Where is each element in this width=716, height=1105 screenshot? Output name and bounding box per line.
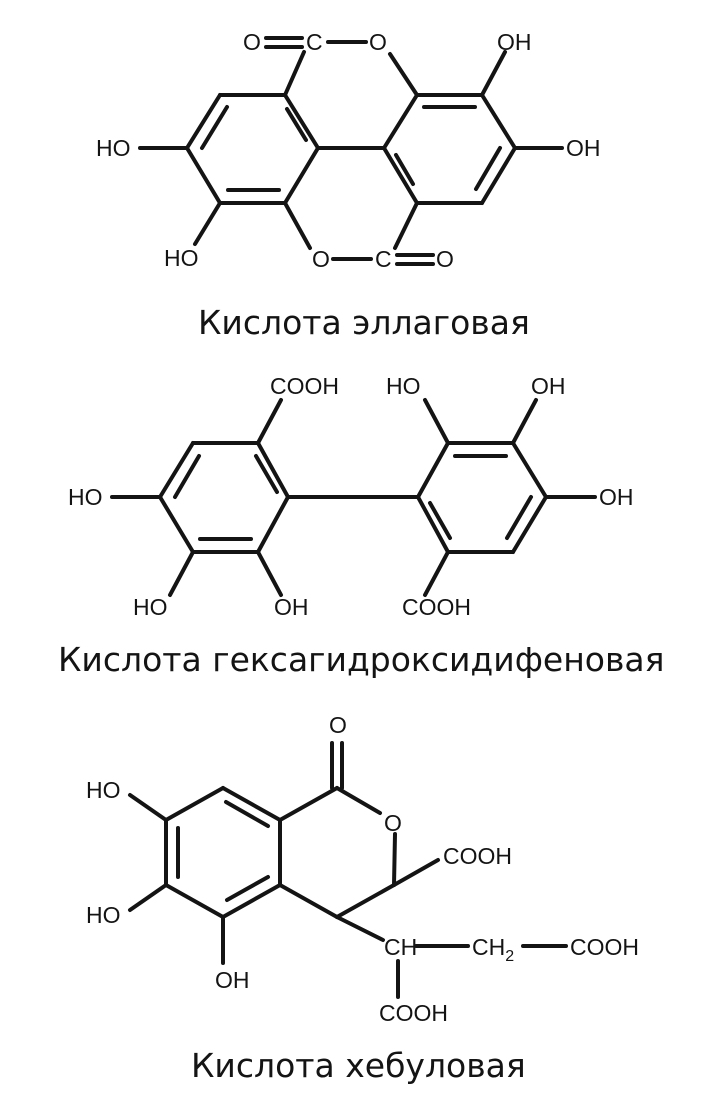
carboxyl-label: COOH: [270, 373, 339, 399]
hydroxyl-label: OH: [215, 967, 250, 993]
compound-caption: Кислота хебуловая: [191, 1046, 526, 1085]
ellagic-acid-atom-labels: O C O OH OH HO HO O C O: [96, 29, 601, 272]
hydroxyl-label: HO: [68, 484, 103, 510]
methylene-label: CH2: [472, 934, 514, 965]
hydroxyl-label: HO: [96, 135, 131, 161]
carbon-label: C: [306, 29, 323, 55]
chebulic-acid-atom-labels: O HO O COOH HO OH CH CH2 COOH COOH: [86, 712, 639, 1026]
carboxyl-label: COOH: [443, 843, 512, 869]
carboxyl-label: COOH: [379, 1000, 448, 1026]
ring-oxygen-label: O: [384, 810, 402, 836]
carbonyl-oxygen-label: O: [243, 29, 261, 55]
hydroxyl-label: OH: [566, 135, 601, 161]
ellagic-acid-bonds: [138, 36, 564, 266]
compound-caption: Кислота гексагидроксидифеновая: [58, 640, 665, 679]
ring-oxygen-label: O: [369, 29, 387, 55]
carbon-label: C: [375, 246, 392, 272]
hydroxyl-label: HO: [164, 245, 199, 271]
hydroxyl-label: OH: [274, 594, 309, 620]
compound-caption: Кислота эллаговая: [198, 303, 530, 342]
hydroxyl-label: HO: [133, 594, 168, 620]
hexahydroxydiphenic-acid-bonds: [110, 398, 597, 597]
hydroxyl-label: HO: [386, 373, 421, 399]
carbonyl-oxygen-label: O: [329, 712, 347, 738]
hexahydroxydiphenic-acid-structure: COOH HO OH HO OH HO OH COOH Кислота гекс…: [58, 373, 665, 679]
carbonyl-oxygen-label: O: [436, 246, 454, 272]
ellagic-acid-structure: O C O OH OH HO HO O C O Кислота эллагова…: [96, 29, 601, 342]
hexahydroxydiphenic-acid-atom-labels: COOH HO OH HO OH HO OH COOH: [68, 373, 634, 620]
hydroxyl-label: OH: [531, 373, 566, 399]
methine-label: CH: [384, 934, 417, 960]
chebulic-acid-bonds: [128, 741, 568, 999]
hydroxyl-label: OH: [497, 29, 532, 55]
ring-oxygen-label: O: [312, 246, 330, 272]
carboxyl-label: COOH: [402, 594, 471, 620]
carboxyl-label: COOH: [570, 934, 639, 960]
hydroxyl-label: OH: [599, 484, 634, 510]
hydroxyl-label: HO: [86, 777, 121, 803]
chebulic-acid-structure: O HO O COOH HO OH CH CH2 COOH COOH Кисло…: [86, 712, 639, 1085]
hydroxyl-label: HO: [86, 902, 121, 928]
